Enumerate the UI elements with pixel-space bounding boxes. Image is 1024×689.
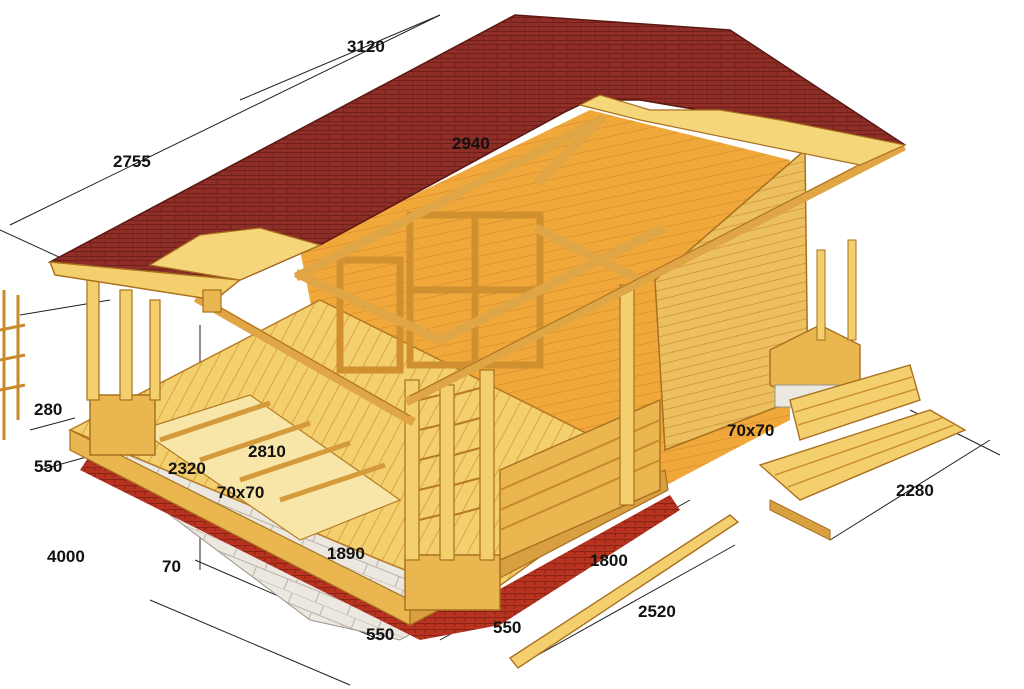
dimension-label-70: 70 [162, 557, 181, 576]
dimension-label-1800: 1800 [590, 551, 628, 570]
ridge-bracket [202, 289, 222, 313]
roof-gable-arch-right [578, 94, 907, 166]
dimension-label-550-left: 550 [34, 457, 63, 476]
dimension-label-280: 280 [34, 400, 63, 419]
right-side-post [619, 284, 635, 506]
left-lattice-fragment [0, 290, 26, 440]
front-right-posts [404, 369, 495, 561]
foundation-brick-right [480, 495, 680, 625]
roof-rafter-outline [199, 143, 901, 417]
dimension-label-550-bottom-right: 550 [493, 618, 522, 637]
bench-slats [774, 376, 955, 488]
dimension-label-550-bottom-left: 550 [366, 625, 395, 644]
dimension-label-70x70-floor: 70x70 [217, 483, 265, 502]
loose-board [508, 514, 740, 669]
left-posts [86, 279, 161, 401]
roof-rafters [193, 113, 907, 427]
dimension-label-2320: 2320 [168, 459, 206, 478]
dimension-label-3120: 3120 [347, 37, 385, 56]
roof-gable-arch-left [148, 227, 322, 281]
left-corner-post-base [89, 394, 156, 456]
dimension-label-2940: 2940 [452, 134, 490, 153]
bench-seat [758, 409, 967, 501]
trellis-lattice [418, 387, 481, 521]
dimension-label-2810: 2810 [248, 442, 286, 461]
dimension-label-2520: 2520 [638, 602, 676, 621]
front-right-corner-base [404, 554, 501, 611]
dimension-label-70x70-side: 70x70 [727, 421, 775, 440]
bench-legs [769, 499, 831, 541]
dimension-label-2280: 2280 [896, 481, 934, 500]
dimension-label-2755: 2755 [113, 152, 151, 171]
floor-joists [159, 400, 386, 503]
dimension-label-1890: 1890 [327, 544, 365, 563]
dimension-label-4000: 4000 [47, 547, 85, 566]
planter-posts [816, 239, 857, 341]
